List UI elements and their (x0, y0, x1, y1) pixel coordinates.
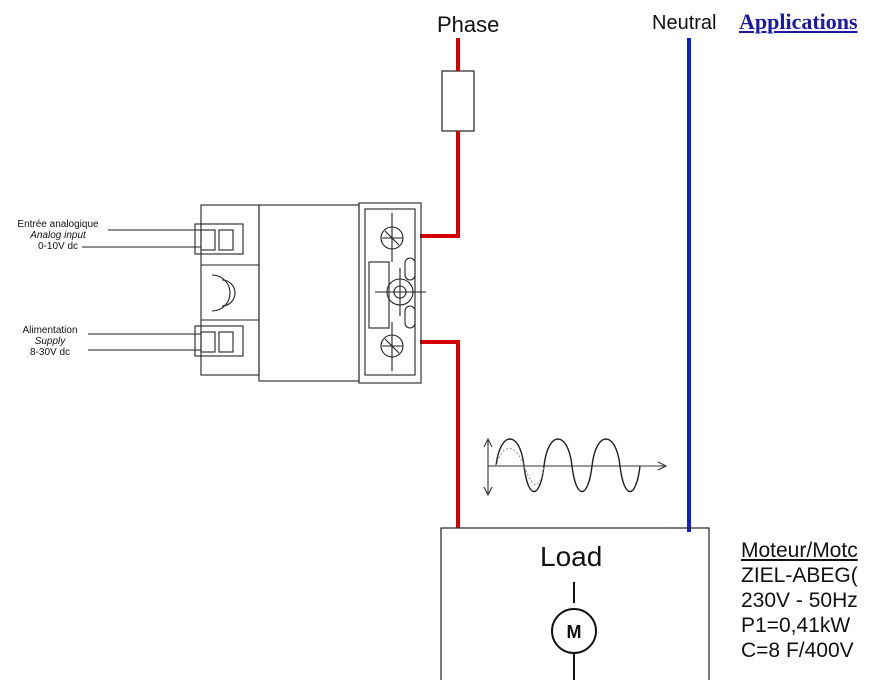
analog-input-fr: Entrée analogique (17, 219, 99, 230)
motor-info-line4: C=8 F/400V (741, 639, 854, 662)
load-box (440, 527, 710, 680)
supply-range: 8-30V dc (29, 347, 71, 358)
supply-fr: Alimentation (22, 325, 78, 336)
supply-label: Alimentation Supply 8-30V dc (14, 325, 86, 358)
neutral-label: Neutral (652, 12, 717, 34)
controller-device (194, 202, 426, 384)
motor-info: Moteur/Motc ZIEL-ABEG( 230V - 50Hz P1=0,… (741, 538, 858, 663)
motor-info-line1: ZIEL-ABEG( (741, 564, 858, 587)
phase-label: Phase (437, 12, 500, 37)
phase-wire-controller-to-load (420, 340, 460, 528)
phase-wire-fuse-to-controller (420, 131, 460, 238)
motor-info-line3: P1=0,41kW (741, 614, 851, 637)
supply-en: Supply (34, 336, 66, 347)
motor-symbol: M (567, 622, 582, 642)
motor-info-title: Moteur/Motc (741, 539, 858, 562)
load-label: Load (540, 541, 603, 572)
fuse (441, 70, 475, 132)
analog-input-range: 0-10V dc (37, 241, 79, 252)
analog-input-label: Entrée analogique Analog input 0-10V dc (8, 219, 108, 252)
analog-input-en: Analog input (30, 230, 86, 241)
waveform-symbol (483, 437, 668, 497)
applications-link[interactable]: Applications (739, 9, 858, 34)
motor-info-line2: 230V - 50Hz (741, 589, 858, 612)
signal-wires (82, 229, 201, 351)
